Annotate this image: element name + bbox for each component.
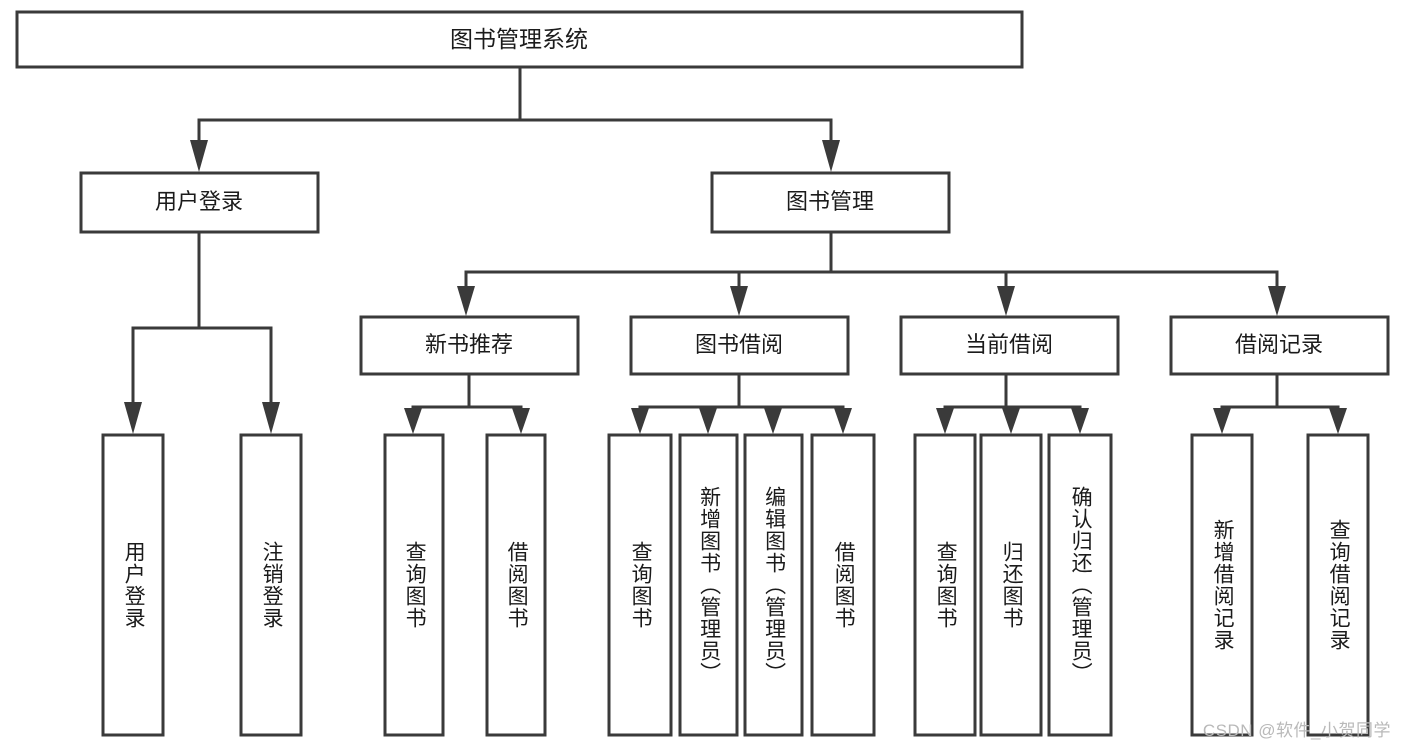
node-user-login[interactable]: 用户登录 xyxy=(79,171,320,234)
arrow-leaf-borrow-book-1 xyxy=(512,408,530,434)
node-book-borrow[interactable]: 图书借阅 xyxy=(629,315,850,376)
leaf-query-book-3-box[interactable] xyxy=(913,433,977,737)
arrow-leaf-query-book-1 xyxy=(404,408,422,434)
arrow-leaf-confirm-return xyxy=(1071,408,1089,434)
borrow-record-box[interactable] xyxy=(1169,315,1390,376)
borrow-record-label: 借阅记录 xyxy=(1235,332,1323,357)
root-label: 图书管理系统 xyxy=(450,26,588,52)
node-current-borrow[interactable]: 当前借阅 xyxy=(899,315,1120,376)
leaf-user-login-box[interactable] xyxy=(101,433,165,737)
arrow-current-borrow xyxy=(997,286,1015,316)
arrow-leaf-logout-login xyxy=(262,402,280,434)
arrow-leaf-query-book-3 xyxy=(936,408,954,434)
leaf-borrow-book-2-box[interactable] xyxy=(810,433,876,737)
leaf-boxes-user-login xyxy=(101,433,303,737)
new-book-recommend-box[interactable] xyxy=(359,315,580,376)
new-book-recommend-label: 新书推荐 xyxy=(425,332,513,357)
arrow-book-management xyxy=(822,140,840,172)
book-borrow-box[interactable] xyxy=(629,315,850,376)
arrow-leaf-return-book xyxy=(1002,408,1020,434)
arrow-leaf-query-record xyxy=(1329,408,1347,434)
leaf-query-book-1-box[interactable] xyxy=(383,433,445,737)
arrow-leaf-edit-book xyxy=(764,408,782,434)
leaf-logout-login-box[interactable] xyxy=(239,433,303,737)
connector-borrow-record-to-leaves xyxy=(1213,372,1347,434)
user-login-label: 用户登录 xyxy=(155,189,243,214)
arrow-leaf-borrow-book-2 xyxy=(834,408,852,434)
arrow-borrow-record xyxy=(1268,286,1286,316)
leaf-query-book-2-box[interactable] xyxy=(607,433,673,737)
connector-user-login-to-leaves xyxy=(124,230,280,434)
leaf-return-book-box[interactable] xyxy=(979,433,1043,737)
connector-root-to-level1 xyxy=(190,65,840,172)
book-borrow-label: 图书借阅 xyxy=(695,332,783,357)
node-root-book-management-system[interactable]: 图书管理系统 xyxy=(15,10,1024,69)
leaf-edit-book-box[interactable] xyxy=(743,433,804,737)
book-management-box[interactable] xyxy=(710,171,951,234)
leaf-boxes-borrow-record xyxy=(1190,433,1370,737)
arrow-new-book-recommend xyxy=(457,286,475,316)
current-borrow-box[interactable] xyxy=(899,315,1120,376)
leaf-boxes-new-book-recommend xyxy=(383,433,547,737)
current-borrow-label: 当前借阅 xyxy=(965,332,1053,357)
arrow-book-borrow xyxy=(730,286,748,316)
leaf-confirm-return-box[interactable] xyxy=(1047,433,1113,737)
arrow-leaf-user-login xyxy=(124,402,142,434)
node-new-book-recommend[interactable]: 新书推荐 xyxy=(359,315,580,376)
book-management-label: 图书管理 xyxy=(786,189,874,214)
leaf-query-record-box[interactable] xyxy=(1306,433,1370,737)
leaf-add-record-box[interactable] xyxy=(1190,433,1254,737)
leaf-boxes-current-borrow xyxy=(913,433,1113,737)
arrow-leaf-add-record xyxy=(1213,408,1231,434)
arrow-leaf-add-book xyxy=(699,408,717,434)
connector-current-borrow-to-leaves xyxy=(936,372,1089,434)
connector-book-management-to-level2 xyxy=(457,230,1286,316)
node-borrow-record[interactable]: 借阅记录 xyxy=(1169,315,1390,376)
leaf-borrow-book-1-box[interactable] xyxy=(485,433,547,737)
leaf-add-book-box[interactable] xyxy=(678,433,739,737)
leaf-boxes-book-borrow xyxy=(607,433,876,737)
user-login-box[interactable] xyxy=(79,171,320,234)
root-box[interactable] xyxy=(15,10,1024,69)
connector-book-borrow-to-leaves xyxy=(631,372,852,434)
connector-new-book-to-leaves xyxy=(404,372,530,434)
csdn-watermark: CSDN @软件_小贺同学 xyxy=(1202,721,1391,740)
node-book-management[interactable]: 图书管理 xyxy=(710,171,951,234)
arrow-user-login xyxy=(190,140,208,172)
arrow-leaf-query-book-2 xyxy=(631,408,649,434)
